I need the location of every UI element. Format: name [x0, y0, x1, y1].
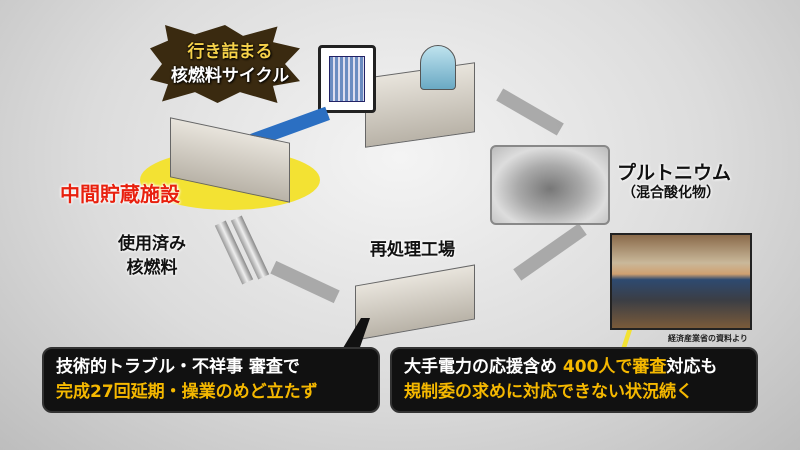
callout-right-line1: 大手電力の応援含め 400人で審査対応も [404, 355, 744, 380]
arrow-to-plutonium [513, 223, 587, 281]
callout-right-highlight: 400人で審査 [562, 357, 667, 377]
reactor-dome [420, 45, 456, 90]
label-spent-fuel: 使用済み 核燃料 [118, 232, 186, 280]
fuel-pool-icon [318, 45, 376, 113]
review-meeting-photo [610, 233, 752, 330]
spent-fuel-line1: 使用済み [118, 234, 186, 254]
label-reprocessing-plant: 再処理工場 [370, 240, 455, 260]
callout-right-line2: 規制委の求めに対応できない状況続く [404, 382, 693, 402]
callout-right-text-c: 対応も [666, 357, 718, 377]
callout-left: 技術的トラブル・不祥事 審査で 完成27回延期・操業のめど立たず [42, 347, 380, 413]
callout-right-text-a: 大手電力の応援含め [404, 357, 563, 377]
photo-credit: 経済産業省の資料より [668, 334, 748, 343]
diagram-title: 行き詰まる 核燃料サイクル [160, 40, 300, 88]
arrow-to-reprocessing [270, 260, 340, 304]
arrow-to-plant [496, 88, 564, 136]
title-line2: 核燃料サイクル [170, 66, 290, 86]
plutonium-tray-illustration [490, 145, 610, 225]
callout-right: 大手電力の応援含め 400人で審査対応も 規制委の求めに対応できない状況続く [390, 347, 758, 413]
title-line1: 行き詰まる [187, 42, 273, 62]
label-plutonium: プルトニウム [617, 162, 732, 184]
spent-fuel-line2: 核燃料 [126, 258, 178, 278]
callout-left-line2: 完成27回延期・操業のめど立たず [56, 382, 318, 402]
label-interim-storage: 中間貯蔵施設 [60, 182, 180, 206]
callout-left-line1: 技術的トラブル・不祥事 審査で [56, 357, 300, 377]
label-mox: （混合酸化物） [622, 185, 720, 201]
reprocessing-plant-illustration [355, 264, 475, 341]
